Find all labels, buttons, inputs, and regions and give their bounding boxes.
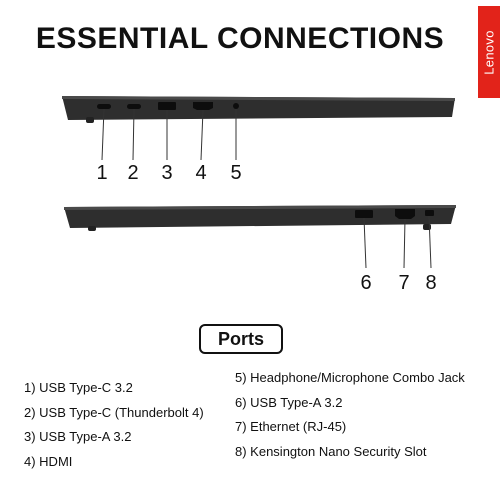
page-title: ESSENTIAL CONNECTIONS	[35, 22, 445, 55]
callout-5: 5	[230, 162, 242, 184]
ports-list-right: 5) Headphone/Microphone Combo Jack 6) US…	[235, 366, 465, 464]
usb-a-port-3	[158, 102, 176, 110]
callout-1: 1	[96, 162, 108, 184]
callout-2: 2	[127, 162, 139, 184]
usb-c-port-2	[127, 104, 141, 109]
port-item: 4) HDMI	[24, 453, 73, 469]
ports-heading: Ports	[199, 324, 283, 354]
kensington-slot-8	[425, 210, 434, 216]
callout-7: 7	[398, 272, 410, 294]
port-item: 7) Ethernet (RJ-45)	[235, 419, 347, 434]
port-item: 2) USB Type-C (Thunderbolt 4)	[24, 404, 204, 420]
callout-6: 6	[360, 272, 372, 294]
lenovo-logo: Lenovo	[478, 6, 500, 98]
hdmi-port-4	[193, 102, 213, 110]
port-item: 5) Headphone/Microphone Combo Jack	[235, 370, 465, 385]
port-item: 6) USB Type-A 3.2	[235, 394, 343, 410]
usb-c-port-1	[97, 104, 111, 109]
port-item: 8) Kensington Nano Security Slot	[235, 443, 427, 459]
port-item: 1) USB Type-C 3.2	[24, 380, 133, 395]
ethernet-port-7	[395, 209, 415, 219]
callout-4: 4	[195, 162, 207, 184]
callout-8: 8	[425, 272, 437, 294]
laptop-right-side	[64, 205, 456, 269]
laptop-left-side	[62, 96, 455, 161]
usb-a-port-6	[355, 210, 373, 218]
ports-list-left: 1) USB Type-C 3.2 2) USB Type-C (Thunder…	[24, 376, 204, 474]
callout-3: 3	[161, 162, 173, 184]
port-item: 3) USB Type-A 3.2	[24, 429, 132, 444]
audio-jack-5	[233, 103, 239, 109]
